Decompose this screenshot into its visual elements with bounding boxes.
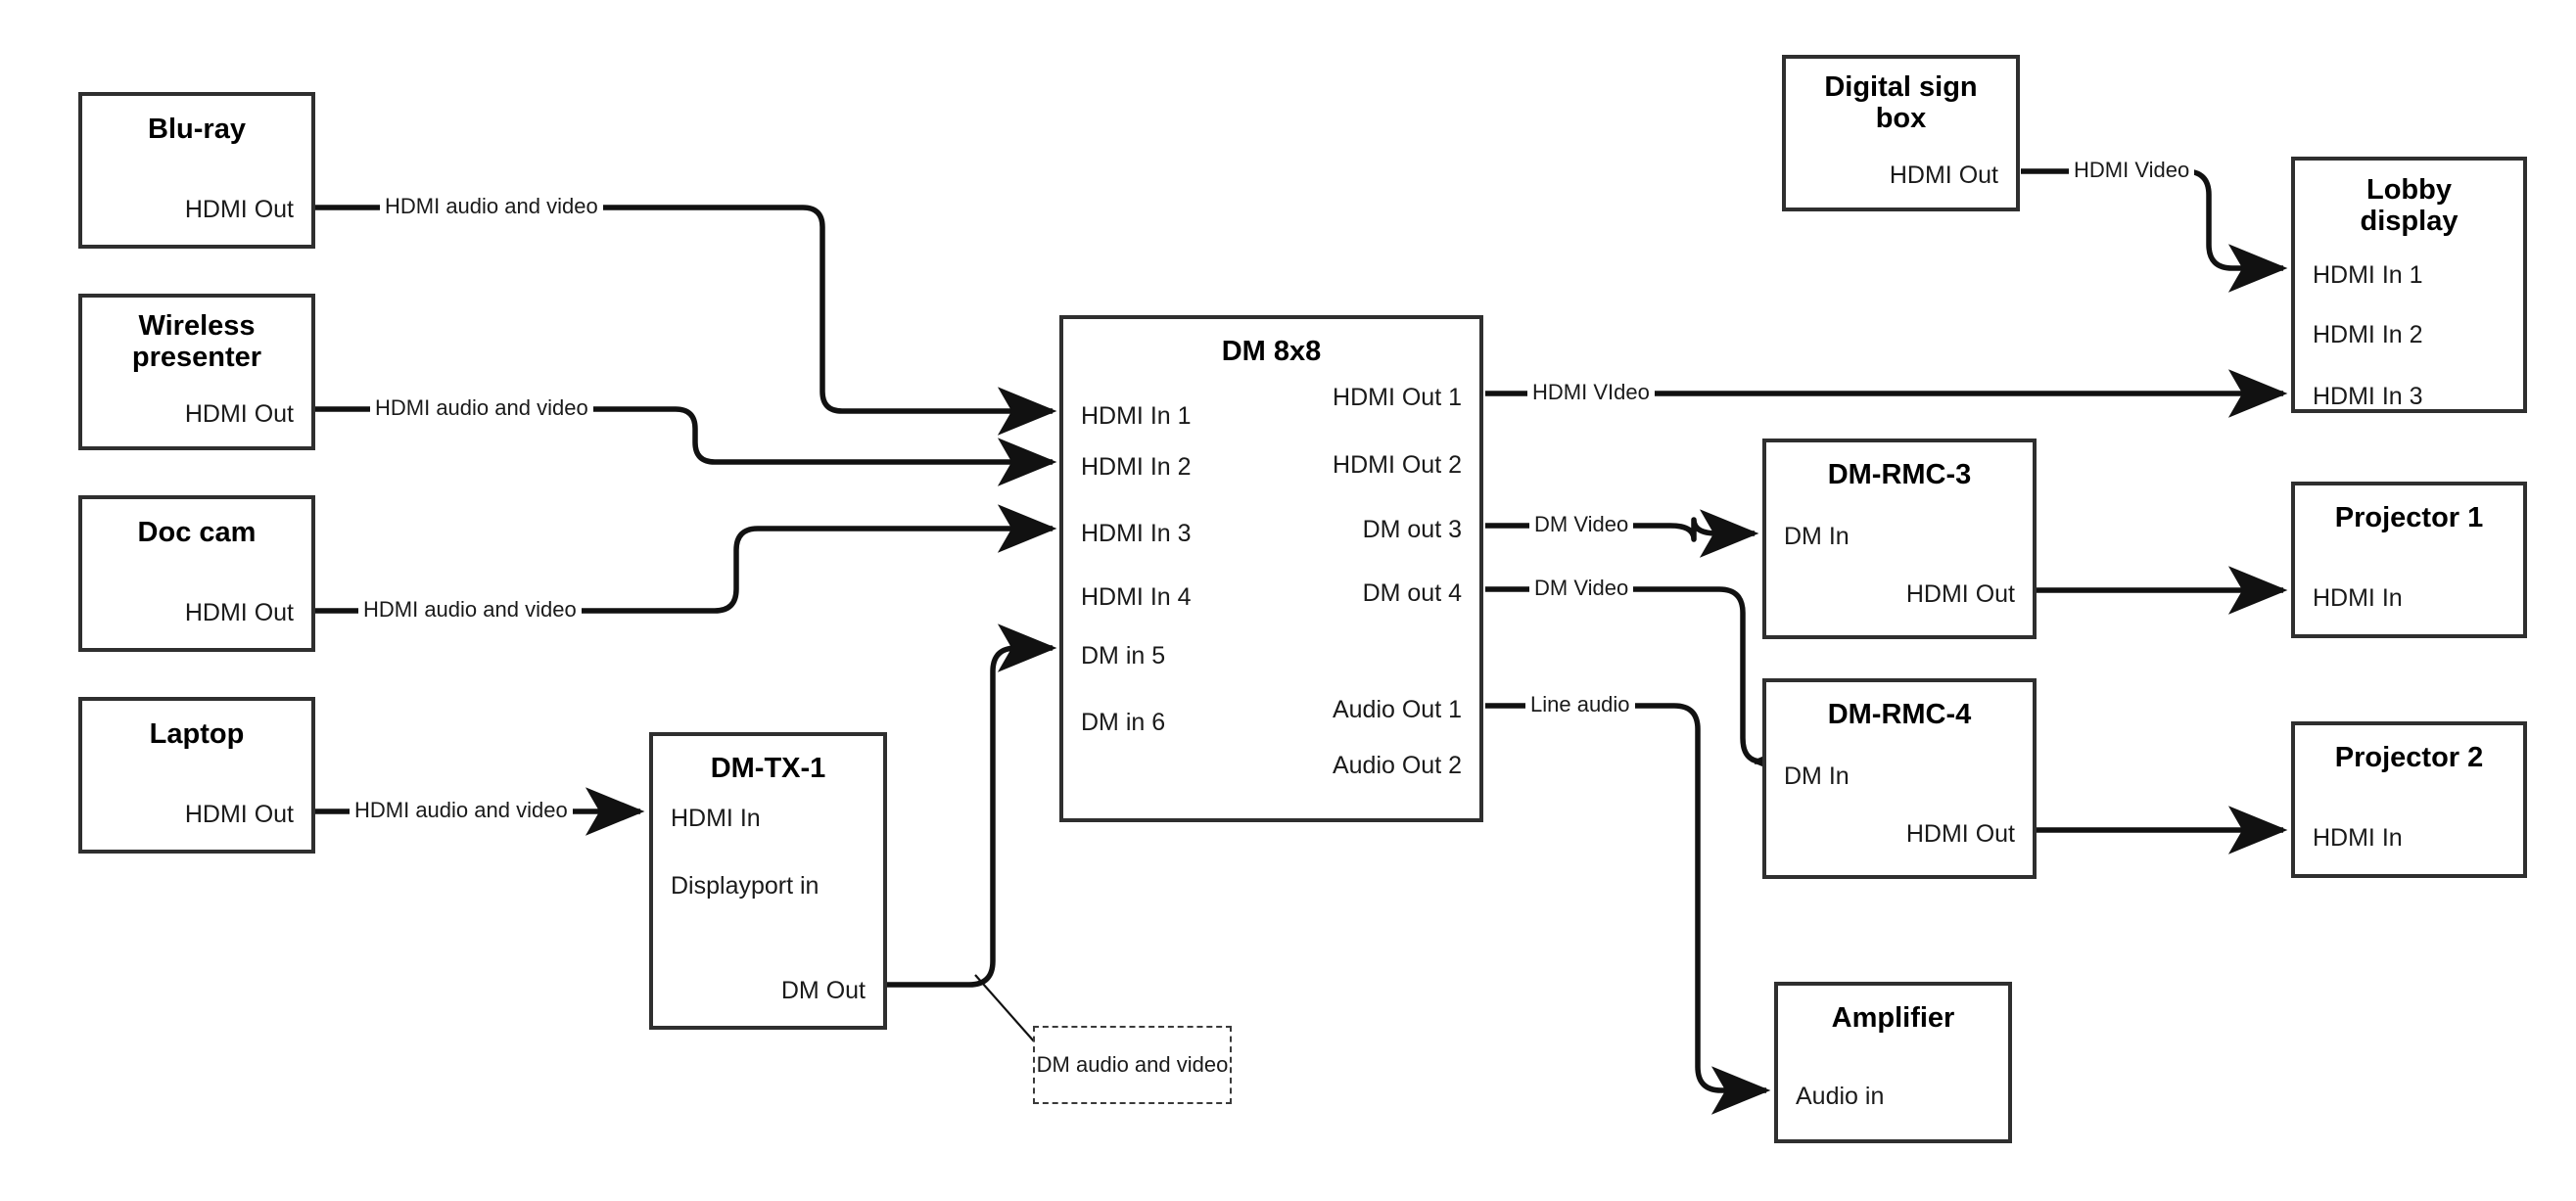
node-doc-cam[interactable]: Doc cam HDMI Out [78,495,315,652]
node-amplifier[interactable]: Amplifier Audio in [1774,982,2012,1143]
node-lobby-display-title: Lobby display [2360,174,2459,238]
node-projector-2[interactable]: Projector 2 HDMI In [2291,721,2527,878]
wire-dmtx1-to-dm8x8 [887,624,1057,988]
node-bluray-port-hdmi-out: HDMI Out [184,196,294,223]
node-lobby-display-input-hdmi-in-2: HDMI In 2 [2313,321,2423,348]
node-dm-rmc-3-title: DM-RMC-3 [1827,459,1972,490]
node-dm-tx-1[interactable]: DM-TX-1 HDMI In Displayport in DM Out [649,732,887,1030]
node-dm-tx-1-port-hdmi-in: HDMI In [671,805,761,832]
node-dm-8x8-output-audio-out-2: Audio Out 2 [1332,752,1462,779]
wire-dmout3-to-rmc3 [1485,509,1759,558]
node-digital-sign-box[interactable]: Digital sign box HDMI Out [1782,55,2020,211]
node-dm-8x8-input-hdmi-in-2: HDMI In 2 [1081,453,1192,481]
node-laptop-port-hdmi-out: HDMI Out [184,801,294,828]
node-projector-1-port-hdmi-in: HDMI In [2313,584,2403,612]
wire-label-dmout4-to-rmc4: DM Video [1529,577,1634,599]
node-laptop-title: Laptop [149,718,245,750]
wire-doccam-to-dm8x8 [315,504,1057,614]
node-dm-8x8-input-hdmi-in-1: HDMI In 1 [1081,402,1192,430]
callout-dm-audio-and-video: DM audio and video [1033,1026,1232,1104]
node-amplifier-port-audio-in: Audio in [1796,1083,1885,1110]
node-dm-8x8-input-dm-in-5: DM in 5 [1081,642,1166,670]
wire-sign-to-lobby [2021,168,2288,293]
node-dm-rmc-4[interactable]: DM-RMC-4 DM In HDMI Out [1762,678,2037,879]
wire-label-hdmiout1-to-lobby: HDMI VIdeo [1527,382,1655,403]
wire-audioout1-to-amp [1485,703,1771,1115]
node-dm-8x8-output-audio-out-1: Audio Out 1 [1332,696,1462,723]
node-doc-cam-title: Doc cam [137,517,257,548]
node-dm-tx-1-port-dm-out: DM Out [780,977,866,1004]
node-projector-2-title: Projector 2 [2334,742,2484,773]
node-digital-sign-box-title: Digital sign box [1824,71,1978,135]
node-dm-8x8-output-hdmi-out-2: HDMI Out 2 [1333,451,1462,479]
node-amplifier-title: Amplifier [1831,1002,1955,1034]
node-dm-rmc-3-port-hdmi-out: HDMI Out [1905,580,2015,608]
node-projector-1[interactable]: Projector 1 HDMI In [2291,482,2527,638]
callout-dm-audio-and-video-text: DM audio and video [1036,1052,1229,1078]
node-dm-rmc-4-port-dm-in: DM In [1784,762,1850,790]
wire-label-bluray-to-dm8x8: HDMI audio and video [380,196,603,217]
node-dm-8x8-output-hdmi-out-1: HDMI Out 1 [1333,384,1462,411]
node-dm-rmc-3[interactable]: DM-RMC-3 DM In HDMI Out [1762,439,2037,639]
node-dm-8x8[interactable]: DM 8x8 HDMI In 1 HDMI In 2 HDMI In 3 HDM… [1059,315,1483,822]
node-dm-8x8-input-hdmi-in-3: HDMI In 3 [1081,520,1192,547]
node-lobby-display-input-hdmi-in-3: HDMI In 3 [2313,383,2423,410]
node-wireless-presenter-title: Wireless presenter [131,310,262,374]
node-bluray[interactable]: Blu-ray HDMI Out [78,92,315,249]
node-lobby-display-input-hdmi-in-1: HDMI In 1 [2313,261,2423,289]
node-dm-tx-1-title: DM-TX-1 [710,753,826,784]
node-dm-rmc-3-port-dm-in: DM In [1784,523,1850,550]
node-bluray-title: Blu-ray [148,114,246,145]
wire-label-audioout1-to-amp: Line audio [1525,694,1635,716]
node-dm-tx-1-port-displayport-in: Displayport in [671,872,820,900]
wire-label-wireless-to-dm8x8: HDMI audio and video [370,397,593,419]
wire-wireless-to-dm8x8 [315,406,1057,486]
node-wireless-presenter-port-hdmi-out: HDMI Out [184,400,294,428]
node-projector-1-title: Projector 1 [2334,502,2484,533]
wire-label-doccam-to-dm8x8: HDMI audio and video [358,599,582,621]
node-dm-8x8-title: DM 8x8 [1221,336,1322,367]
node-digital-sign-box-port-hdmi-out: HDMI Out [1889,162,1998,189]
node-lobby-display[interactable]: Lobby display HDMI In 1 HDMI In 2 HDMI I… [2291,157,2527,413]
node-dm-8x8-output-dm-out-4: DM out 4 [1362,579,1462,607]
node-wireless-presenter[interactable]: Wireless presenter HDMI Out [78,294,315,450]
wire-label-dmout3-to-rmc3: DM Video [1529,514,1634,535]
node-projector-2-port-hdmi-in: HDMI In [2313,824,2403,852]
node-dm-rmc-4-title: DM-RMC-4 [1827,699,1972,730]
node-dm-8x8-input-hdmi-in-4: HDMI In 4 [1081,583,1192,611]
wire-dmout4-to-rmc4 [1485,586,1810,786]
node-dm-rmc-4-port-hdmi-out: HDMI Out [1905,820,2015,848]
node-doc-cam-port-hdmi-out: HDMI Out [184,599,294,626]
node-laptop[interactable]: Laptop HDMI Out [78,697,315,854]
node-dm-8x8-output-dm-out-3: DM out 3 [1362,516,1462,543]
wire-label-sign-to-lobby: HDMI Video [2069,160,2195,181]
wire-bluray-to-dm8x8 [315,205,1057,436]
wire-label-laptop-to-dmtx1: HDMI audio and video [350,800,573,821]
node-dm-8x8-input-dm-in-6: DM in 6 [1081,709,1166,736]
